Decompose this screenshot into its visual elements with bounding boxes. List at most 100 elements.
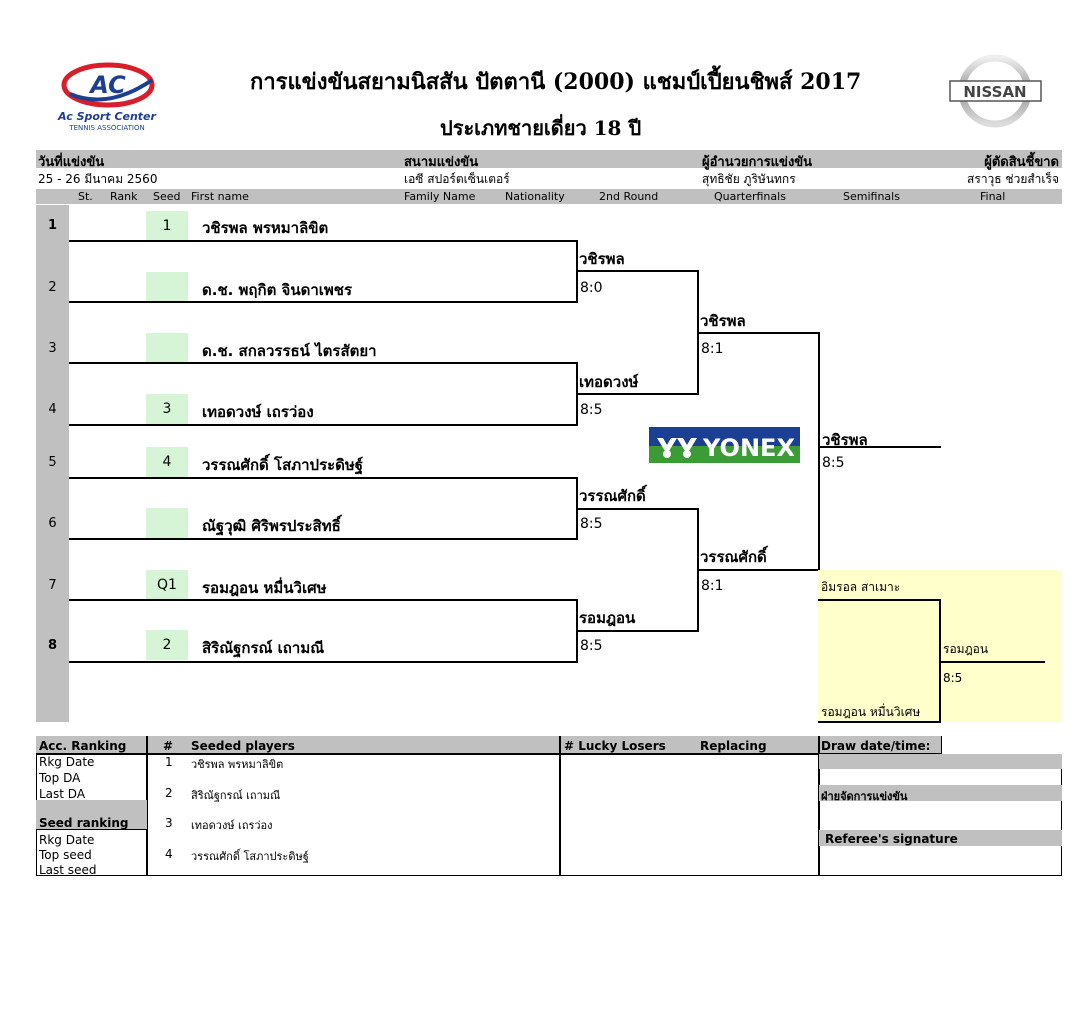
seeded-no: 3 xyxy=(165,816,173,830)
round2-score: 8:0 xyxy=(580,280,603,296)
seeded-no: 1 xyxy=(165,755,173,769)
bracket-line xyxy=(69,424,577,426)
referee-value: สราวุธ ช่วยสำเร็จ xyxy=(967,172,1059,186)
ac-logo-mark: AC xyxy=(88,71,126,99)
seed-box xyxy=(146,508,188,538)
seeded-name: วรรณศักดิ์ โสภาประดิษฐ์ xyxy=(191,850,309,863)
seeded-name: เทอดวงษ์ เถรว่อง xyxy=(191,819,273,832)
quarterfinal-winner: วรรณศักดิ์ xyxy=(700,548,767,566)
bracket-line xyxy=(69,362,577,364)
quarterfinal-score: 8:1 xyxy=(701,341,724,357)
top-da-label: Top DA xyxy=(39,771,81,785)
col-first-name: First name xyxy=(191,190,249,203)
bracket-line xyxy=(818,332,820,571)
venue-value: เอซี สปอร์ตเซ็นเตอร์ xyxy=(404,172,510,186)
draw-position-7: 7 xyxy=(48,578,57,593)
col-semifinals: Semifinals xyxy=(843,190,900,203)
seed-box: Q1 xyxy=(146,570,188,600)
bracket-line xyxy=(818,721,941,723)
column-header-band xyxy=(36,189,1062,204)
venue-label: สนามแข่งขัน xyxy=(404,155,479,170)
footer-divider xyxy=(36,753,1062,755)
seed-box: 2 xyxy=(146,630,188,660)
bracket-line xyxy=(69,240,577,242)
seeded-no: 2 xyxy=(165,786,173,800)
referee-label: ผู้ตัดสินชี้ขาด xyxy=(984,155,1059,170)
director-value: สุทธิชัย ภูริษันทกร xyxy=(702,172,796,186)
consolation-bottom-player: รอมฎอน หมื่นวิเศษ xyxy=(821,705,921,719)
col-quarterfinals: Quarterfinals xyxy=(714,190,786,203)
date-value: 25 - 26 มีนาคม 2560 xyxy=(38,172,158,186)
yonex-logo: YONEX xyxy=(649,427,800,463)
referee-signature-label: Referee's signature xyxy=(825,832,958,846)
draw-position-1: 1 xyxy=(47,218,58,233)
player-name: รอมฎอน หมื่นวิเศษ xyxy=(202,579,327,597)
nissan-logo: NISSAN xyxy=(948,54,1043,129)
rkg-date-label-2: Rkg Date xyxy=(39,833,95,847)
bracket-line xyxy=(697,332,819,334)
info-header-band xyxy=(36,150,1062,168)
round2-score: 8:5 xyxy=(580,402,603,418)
footer-divider xyxy=(559,736,561,876)
seed-box: 1 xyxy=(146,211,188,241)
round2-score: 8:5 xyxy=(580,638,603,654)
col-second-round: 2nd Round xyxy=(599,190,659,203)
player-name: วรรณศักดิ์ โสภาประดิษฐ์ xyxy=(202,456,364,474)
semifinal-winner: วชิรพล xyxy=(822,431,868,449)
player-name: เทอดวงษ์ เถรว่อง xyxy=(202,403,314,421)
bracket-line xyxy=(576,508,698,510)
player-name: สิริณัฐกรณ์ เถามณี xyxy=(202,639,325,657)
bracket-line xyxy=(697,569,819,571)
col-seed: Seed xyxy=(153,190,181,203)
director-label: ผู้อำนวยการแข่งขัน xyxy=(702,155,813,170)
round2-score: 8:5 xyxy=(580,516,603,532)
player-name: ณัฐวุฒิ ศิริพรประสิทธิ์ xyxy=(202,517,341,535)
seeded-no: 4 xyxy=(165,847,173,861)
ac-logo-line1: Ac Sport Center xyxy=(57,110,156,123)
bracket-line xyxy=(69,661,577,663)
rkg-date-label: Rkg Date xyxy=(39,755,95,769)
draw-datetime-field[interactable] xyxy=(941,736,1063,754)
seed-box: 3 xyxy=(146,394,188,424)
seed-ranking-band xyxy=(36,814,147,830)
ac-sport-center-logo: AC Ac Sport Center TENNIS ASSOCIATION xyxy=(48,58,173,133)
yonex-logo-text: YONEX xyxy=(702,434,795,462)
quarterfinal-winner: วชิรพล xyxy=(700,312,746,330)
semifinal-score: 8:5 xyxy=(822,455,845,471)
bracket-line xyxy=(576,393,698,395)
round2-winner: รอมฎอน xyxy=(579,609,636,627)
organizer-label: ฝ่ายจัดการแข่งขัน xyxy=(821,790,908,803)
seed-ranking-heading: Seed ranking xyxy=(39,816,129,830)
col-rank: Rank xyxy=(110,190,138,203)
col-nationality: Nationality xyxy=(505,190,565,203)
bracket-line xyxy=(69,301,577,303)
consolation-score: 8:5 xyxy=(943,671,963,685)
nissan-logo-text: NISSAN xyxy=(963,83,1026,101)
seeded-name: สิริณัฐกรณ์ เถามณี xyxy=(191,789,281,802)
footer-divider xyxy=(818,736,820,876)
date-label: วันที่แข่งขัน xyxy=(38,155,105,170)
last-da-label: Last DA xyxy=(39,787,86,801)
lucky-losers-heading: # Lucky Losers xyxy=(564,739,666,753)
footer-header-band xyxy=(36,736,1062,754)
footer-gray-band xyxy=(819,754,1062,769)
seeded-players-heading: Seeded players xyxy=(191,739,295,753)
bracket-line xyxy=(576,270,698,272)
draw-position-3: 3 xyxy=(48,341,57,356)
draw-position-8: 8 xyxy=(47,638,58,653)
bracket-line xyxy=(818,446,941,448)
round2-winner: วรรณศักดิ์ xyxy=(579,487,646,505)
ac-logo-line2: TENNIS ASSOCIATION xyxy=(68,124,144,132)
draw-number-gutter xyxy=(36,205,69,722)
consolation-top-player: อิมรอล สาเมาะ xyxy=(821,580,901,594)
seed-box: 4 xyxy=(146,447,188,477)
organizer-band xyxy=(819,785,1062,801)
consolation-winner: รอมฎอน xyxy=(943,642,989,656)
bracket-line xyxy=(576,630,698,632)
referee-signature-band xyxy=(819,830,1062,846)
seed-box xyxy=(146,333,188,363)
seed-box xyxy=(146,272,188,302)
col-family-name: Family Name xyxy=(404,190,476,203)
player-name: วชิรพล พรหมาลิขิต xyxy=(202,219,329,237)
draw-position-4: 4 xyxy=(48,402,57,417)
